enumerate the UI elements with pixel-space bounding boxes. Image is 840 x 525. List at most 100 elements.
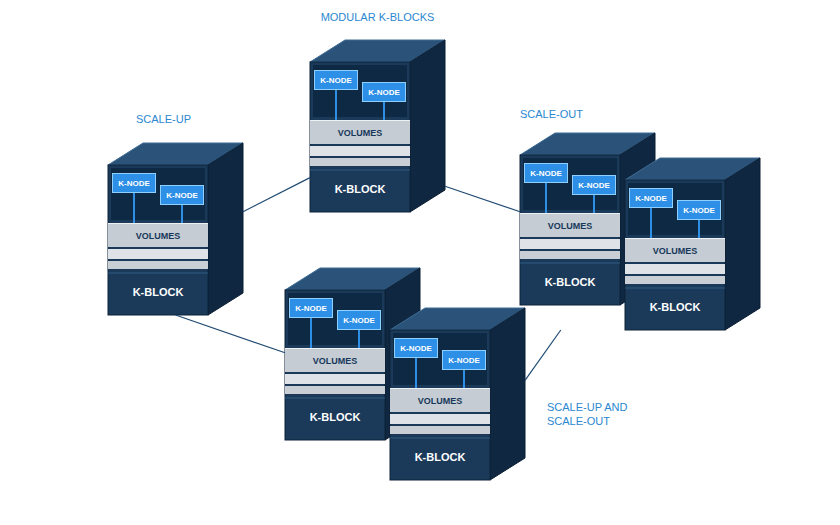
volumes-band: VOLUMES <box>390 388 490 412</box>
storage-plate <box>285 386 385 394</box>
cabinet-edge <box>310 170 410 171</box>
k-node-tile-label: K-NODE <box>368 88 400 97</box>
cabinet-edge <box>108 273 208 274</box>
k-node-tile: K-NODE <box>524 163 568 183</box>
k-node-tile-label: K-NODE <box>166 191 198 200</box>
volumes-band-label: VOLUMES <box>136 231 181 241</box>
volumes-band-label: VOLUMES <box>548 221 593 231</box>
connector-line <box>445 186 520 212</box>
k-block-band-label: K-BLOCK <box>310 411 361 423</box>
storage-plate <box>108 249 208 259</box>
k-node-tile: K-NODE <box>677 200 721 220</box>
k-node-tile-label: K-NODE <box>683 206 715 215</box>
cabinet-recess <box>313 65 407 117</box>
k-node-tile: K-NODE <box>337 310 381 330</box>
cabinet-edge <box>625 288 725 289</box>
cabinet-side <box>410 40 445 212</box>
volumes-band-label: VOLUMES <box>418 396 463 406</box>
cabinet-front <box>625 180 725 330</box>
cabinet-side <box>208 143 243 315</box>
k-block-band-label: K-BLOCK <box>650 301 701 313</box>
k-block-band-label: K-BLOCK <box>133 286 184 298</box>
k-node-tile: K-NODE <box>362 82 406 102</box>
storage-plate <box>310 158 410 166</box>
k-node-tile-label: K-NODE <box>578 181 610 190</box>
k-block-band: K-BLOCK <box>310 174 410 204</box>
k-node-tile-label: K-NODE <box>530 169 562 178</box>
storage-plate <box>390 414 490 424</box>
cabinet-heading: SCALE-OUT <box>520 107 620 121</box>
volumes-band: VOLUMES <box>310 120 410 144</box>
storage-plate <box>520 239 620 249</box>
volumes-band-label: VOLUMES <box>313 356 358 366</box>
node-link <box>383 102 385 120</box>
cabinet-edge <box>520 263 620 264</box>
k-block-cabinet: SCALE-UPK-NODEK-NODEVOLUMESK-BLOCK <box>108 143 243 315</box>
k-node-tile: K-NODE <box>289 298 333 318</box>
k-node-tile: K-NODE <box>394 338 438 358</box>
k-node-tile-label: K-NODE <box>295 304 327 313</box>
k-node-tile: K-NODE <box>442 350 486 370</box>
k-block-band: K-BLOCK <box>625 292 725 322</box>
k-node-tile-label: K-NODE <box>635 194 667 203</box>
node-link <box>358 330 360 348</box>
node-link <box>335 90 337 120</box>
node-link <box>463 370 465 388</box>
k-block-cabinet: SCALE-UP AND SCALE-OUTK-NODEK-NODEVOLUME… <box>285 268 525 480</box>
cabinet-recess <box>288 293 382 345</box>
k-node-tile-label: K-NODE <box>118 179 150 188</box>
k-block-band: K-BLOCK <box>108 277 208 307</box>
cabinet-heading: SCALE-UP AND SCALE-OUT <box>547 400 643 428</box>
cabinet-front <box>108 165 208 315</box>
cabinet-front <box>520 155 620 305</box>
k-block-band: K-BLOCK <box>520 267 620 297</box>
k-node-tile-label: K-NODE <box>343 316 375 325</box>
cabinet-edge <box>285 398 385 399</box>
k-node-tile: K-NODE <box>572 175 616 195</box>
k-block-band-label: K-BLOCK <box>545 276 596 288</box>
k-block-cabinet: SCALE-OUTK-NODEK-NODEVOLUMESK-BLOCKK-NOD… <box>520 133 760 330</box>
volumes-band: VOLUMES <box>285 348 385 372</box>
cabinet-side <box>490 308 525 480</box>
connector-line <box>243 178 310 212</box>
volumes-band-label: VOLUMES <box>653 246 698 256</box>
cabinet-unit <box>625 158 760 330</box>
node-link <box>181 205 183 223</box>
cabinet-unit <box>310 40 445 212</box>
cabinet-recess <box>393 333 487 385</box>
cabinet-edge <box>390 438 490 439</box>
cabinet-heading: MODULAR K-BLOCKS <box>290 10 465 24</box>
k-node-tile-label: K-NODE <box>320 76 352 85</box>
node-link <box>650 208 652 238</box>
cabinet-front <box>285 290 385 440</box>
volumes-band: VOLUMES <box>625 238 725 262</box>
k-node-tile: K-NODE <box>112 173 156 193</box>
k-block-cabinet: MODULAR K-BLOCKSK-NODEK-NODEVOLUMESK-BLO… <box>310 40 445 212</box>
node-link <box>698 220 700 238</box>
storage-plate <box>310 146 410 156</box>
volumes-band-label: VOLUMES <box>338 128 383 138</box>
storage-plate <box>285 374 385 384</box>
connector-line <box>176 315 286 353</box>
k-block-band-label: K-BLOCK <box>415 451 466 463</box>
k-block-band: K-BLOCK <box>390 442 490 472</box>
volumes-band: VOLUMES <box>108 223 208 247</box>
k-node-tile-label: K-NODE <box>400 344 432 353</box>
cabinet-side <box>725 158 760 330</box>
cabinet-recess <box>628 183 722 235</box>
storage-plate <box>625 264 725 274</box>
k-node-tile-label: K-NODE <box>448 356 480 365</box>
storage-plate <box>520 251 620 259</box>
k-block-band: K-BLOCK <box>285 402 385 432</box>
cabinet-front <box>310 62 410 212</box>
node-link <box>593 195 595 213</box>
k-node-tile: K-NODE <box>160 185 204 205</box>
k-node-tile: K-NODE <box>629 188 673 208</box>
cabinet-front <box>390 330 490 480</box>
cabinet-unit <box>108 143 243 315</box>
connector-line <box>525 330 561 380</box>
cabinet-heading: SCALE-UP <box>136 112 226 126</box>
k-node-tile: K-NODE <box>314 70 358 90</box>
